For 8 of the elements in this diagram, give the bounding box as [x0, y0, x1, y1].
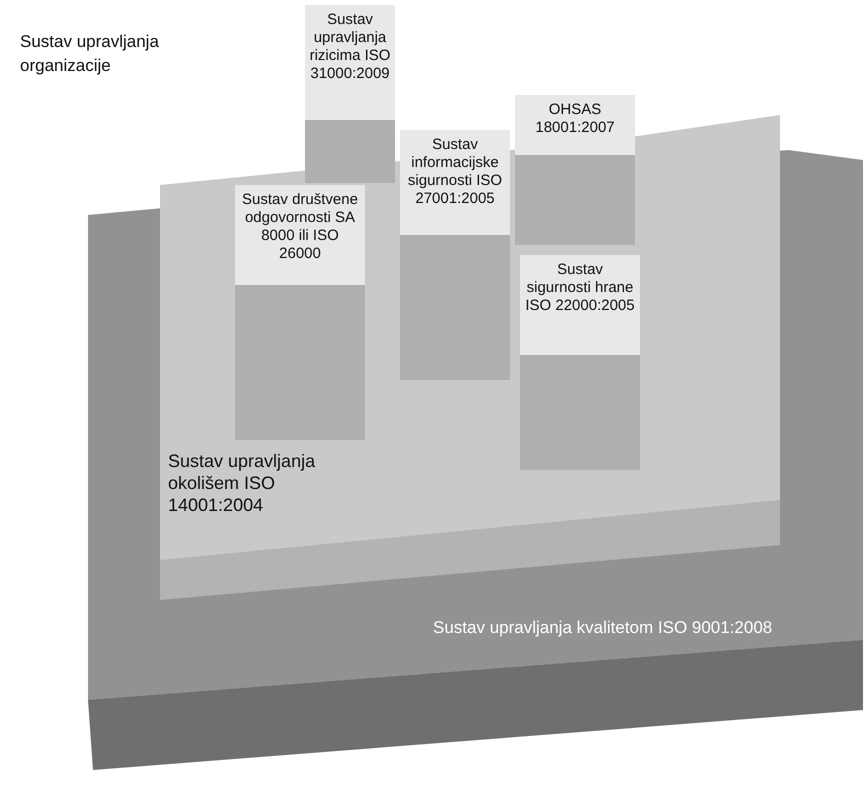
pillar-label: Sustav informacijske sigurnosti ISO 27001:2005	[406, 136, 504, 208]
block-label: Sustav upravljanja kvalitetom ISO 9001:2008	[433, 617, 774, 639]
diagram-heading: Sustav upravljanja organizacije	[20, 31, 160, 77]
pillar-label: Sustav društvene odgovornosti SA 8000 ili ISO 26000	[241, 191, 359, 263]
pillar-label: OHSAS 18001:2007	[534, 101, 616, 137]
pillar-label: Sustav sigurnosti hrane ISO 22000:2005	[524, 261, 636, 315]
block-label: Sustav upravljanja okolišem ISO 14001:2004	[168, 450, 316, 516]
pillar-label: Sustav upravljanja rizicima ISO 31000:2009	[309, 11, 391, 83]
